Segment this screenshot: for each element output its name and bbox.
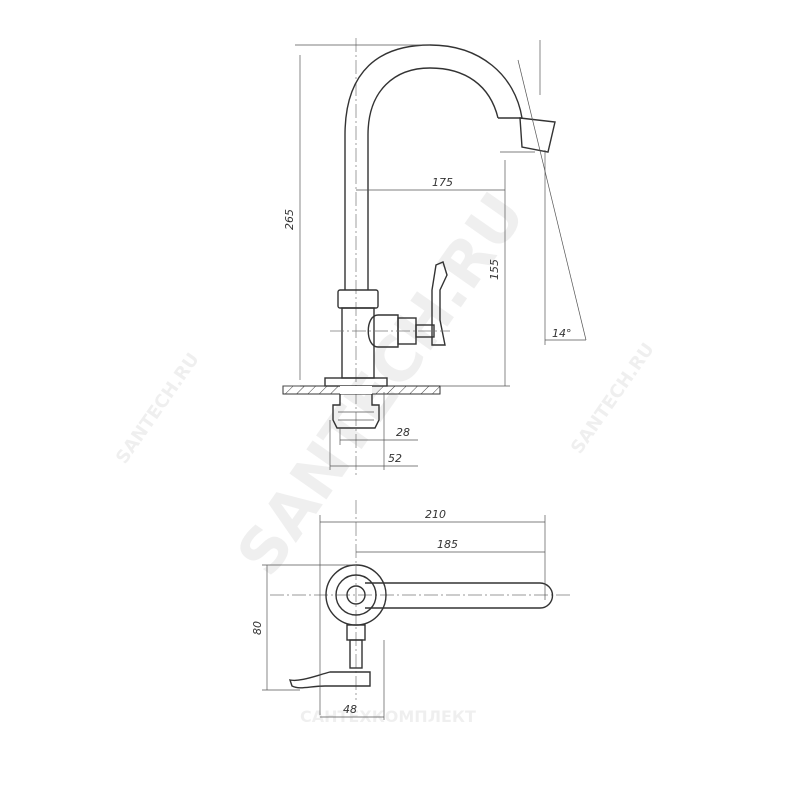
dim-28: 28 xyxy=(396,426,410,439)
dim-175: 175 xyxy=(432,176,453,189)
dim-265: 265 xyxy=(283,209,296,230)
dim-80: 80 xyxy=(251,621,264,635)
dim-155: 155 xyxy=(488,259,501,280)
dim-48: 48 xyxy=(343,703,357,716)
dim-52: 52 xyxy=(388,452,402,465)
watermark: SANTECH.RU SANTECH.RU SANTECH.RU САНТЕХК… xyxy=(112,180,659,726)
dim-14-deg: 14° xyxy=(552,327,572,340)
watermark-left: SANTECH.RU xyxy=(112,349,204,468)
watermark-right: SANTECH.RU xyxy=(567,339,659,458)
plan-dimensions: 210 185 80 48 xyxy=(251,508,546,720)
watermark-brand: САНТЕХКОМПЛЕКТ xyxy=(300,707,476,726)
dim-210: 210 xyxy=(425,508,446,521)
side-dimensions: 265 155 175 14° 28 52 xyxy=(283,40,587,470)
watermark-main: SANTECH.RU xyxy=(222,180,539,589)
dim-185: 185 xyxy=(437,538,458,551)
